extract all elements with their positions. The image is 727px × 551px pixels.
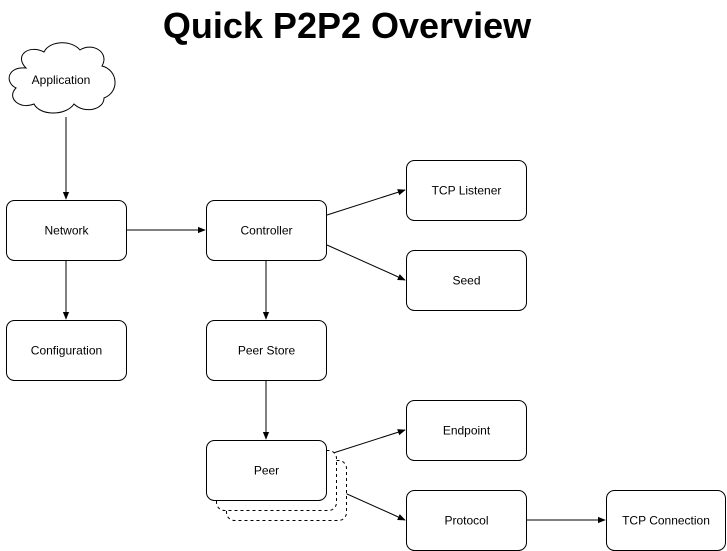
node-network: Network bbox=[6, 200, 127, 261]
node-peer-box bbox=[206, 440, 327, 501]
node-tcp-connection-label: TCP Connection bbox=[622, 514, 710, 528]
diagram-title: Quick P2P2 Overview bbox=[162, 5, 532, 46]
cloud-shape bbox=[8, 42, 116, 114]
node-network-label: Network bbox=[44, 224, 89, 238]
node-peer-store-label: Peer Store bbox=[238, 344, 296, 358]
node-endpoint-label: Endpoint bbox=[443, 424, 491, 438]
node-peer-store: Peer Store bbox=[206, 320, 327, 381]
node-controller-box bbox=[206, 200, 327, 261]
node-peer-label: Peer bbox=[254, 464, 279, 478]
edge-controller-tcp-listener bbox=[326, 189, 406, 216]
node-configuration-box bbox=[6, 320, 127, 381]
node-tcp-connection: TCP Connection bbox=[606, 490, 726, 551]
edge-peer-endpoint bbox=[326, 429, 406, 456]
node-seed-box bbox=[406, 250, 527, 311]
node-peer: Peer bbox=[206, 440, 347, 521]
node-protocol: Protocol bbox=[406, 490, 527, 551]
node-configuration: Configuration bbox=[6, 320, 127, 381]
edge-controller-seed bbox=[326, 244, 406, 281]
node-tcp-listener-box bbox=[406, 160, 527, 221]
node-seed-label: Seed bbox=[452, 274, 480, 288]
node-endpoint-box bbox=[406, 400, 527, 461]
node-configuration-label: Configuration bbox=[31, 344, 102, 358]
node-peer-store-box bbox=[206, 320, 327, 381]
node-network-box bbox=[6, 200, 127, 261]
node-controller: Controller bbox=[206, 200, 327, 261]
node-tcp-listener: TCP Listener bbox=[406, 160, 527, 221]
node-controller-label: Controller bbox=[240, 224, 292, 238]
node-endpoint: Endpoint bbox=[406, 400, 527, 461]
node-application-label: Application bbox=[32, 73, 91, 87]
node-seed: Seed bbox=[406, 250, 527, 311]
node-tcp-listener-label: TCP Listener bbox=[432, 184, 502, 198]
node-protocol-label: Protocol bbox=[444, 514, 488, 528]
node-application: Application bbox=[8, 42, 116, 114]
